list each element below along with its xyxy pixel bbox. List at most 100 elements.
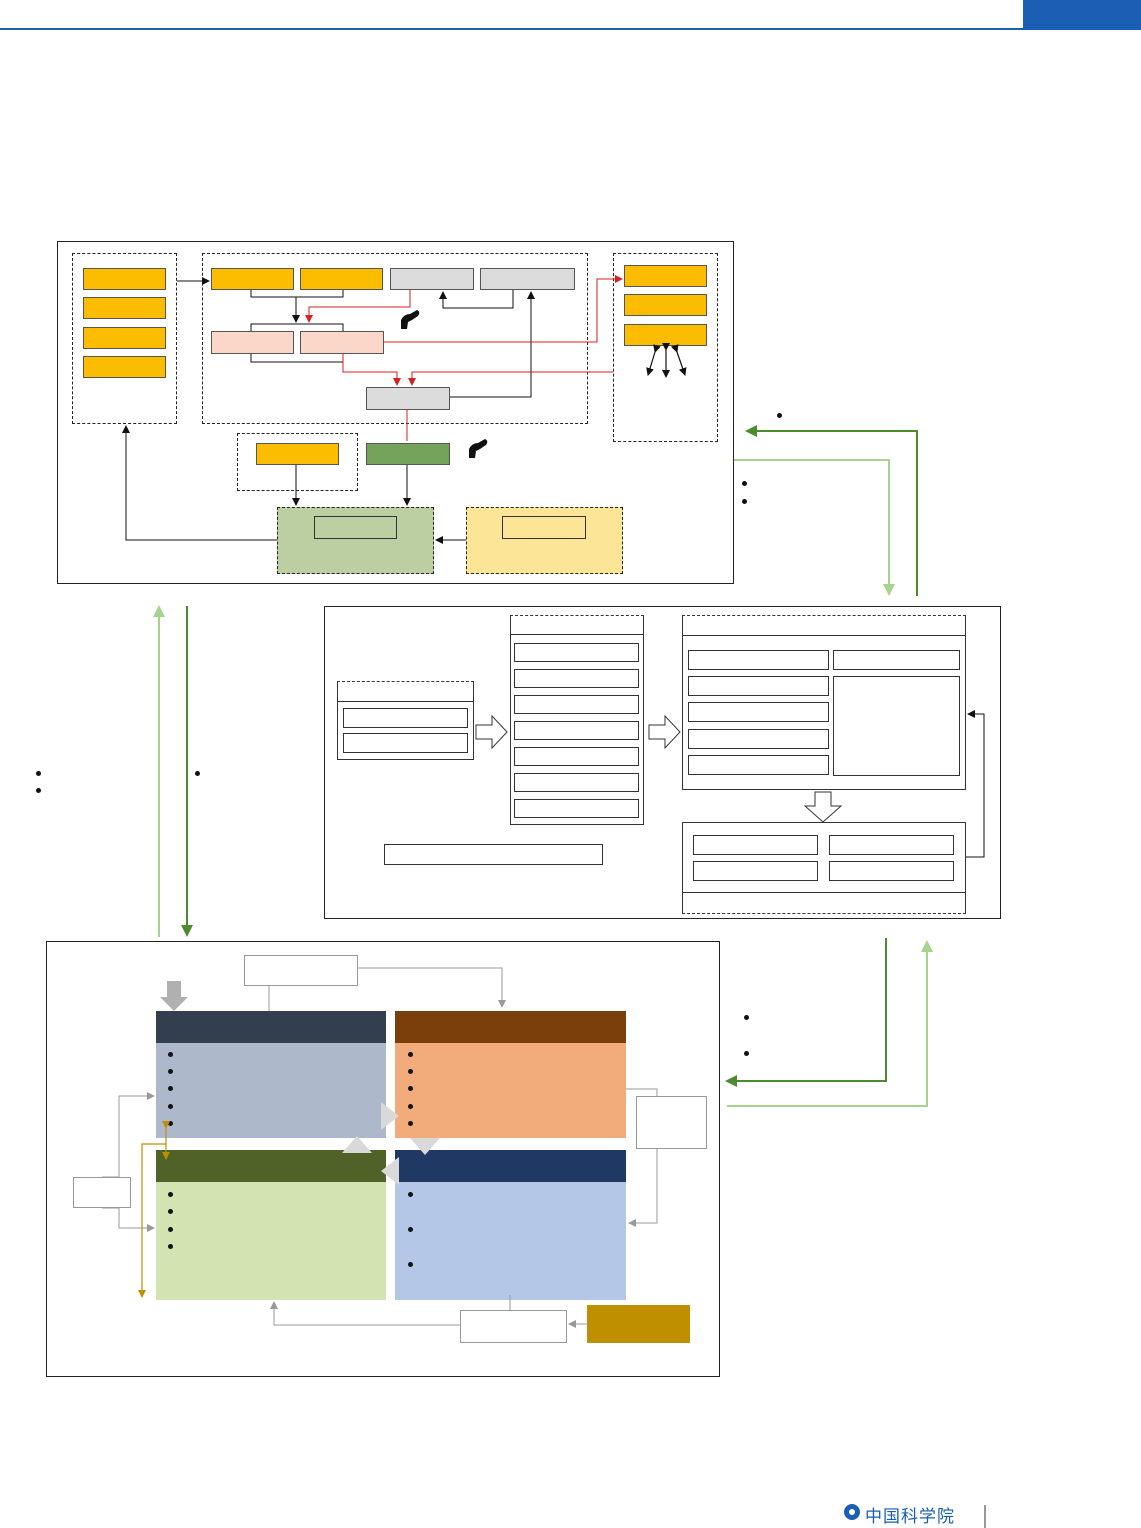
bullet	[168, 1227, 173, 1232]
small-input-group	[337, 681, 474, 760]
list-item	[514, 695, 639, 714]
light-green-arrow	[727, 940, 933, 1107]
hand-pointer-icon	[469, 439, 488, 458]
orange-box	[83, 268, 166, 290]
bullet	[408, 1104, 413, 1109]
down-arrow-icon	[160, 981, 188, 1011]
connector	[358, 967, 506, 1008]
grey-box	[366, 387, 450, 410]
sage-dashed-box	[277, 507, 434, 574]
output-cell	[693, 835, 818, 855]
orange-box	[83, 356, 166, 378]
header-rule	[0, 28, 1023, 30]
list-item	[514, 669, 639, 688]
bullet	[777, 413, 782, 418]
white-field	[343, 708, 468, 728]
grey-box	[390, 268, 474, 290]
cycle-arrow-icon	[342, 1136, 372, 1153]
right-note-box	[636, 1096, 707, 1149]
group-divider	[682, 892, 966, 893]
right-dashed-group	[613, 253, 718, 442]
cycle-arrow-icon	[381, 1157, 399, 1185]
grid-cell	[688, 729, 829, 749]
connector	[450, 291, 535, 398]
pink-box	[300, 331, 384, 354]
bullet	[168, 1069, 173, 1074]
group-divider	[682, 635, 966, 636]
bullet	[744, 1015, 749, 1020]
dark-green-arrow	[745, 425, 918, 596]
grid-cell	[688, 650, 829, 670]
connector	[626, 1088, 658, 1096]
bullet	[742, 499, 747, 504]
quadrant-4-header	[395, 1150, 626, 1182]
orange-box	[256, 443, 339, 465]
group-divider	[337, 701, 474, 702]
connector	[250, 354, 344, 363]
list-item	[514, 721, 639, 740]
bullet	[168, 1052, 173, 1057]
orange-box	[83, 297, 166, 319]
orange-box	[83, 327, 166, 349]
left-dashed-group	[72, 253, 177, 424]
connector	[102, 1092, 155, 1178]
red-connector	[342, 354, 401, 386]
red-connector	[408, 371, 613, 386]
gold-arrow	[138, 1143, 166, 1298]
bullet	[408, 1069, 413, 1074]
cycle-arrow-icon	[410, 1138, 440, 1155]
bullet	[168, 1244, 173, 1249]
connector	[628, 1149, 658, 1227]
bullet	[36, 788, 41, 793]
bullet	[36, 771, 41, 776]
four-way-arrows-icon	[646, 343, 687, 378]
bullet	[195, 771, 200, 776]
bullet	[168, 1121, 173, 1126]
quadrant-3-body	[156, 1182, 386, 1300]
quadrant-2-body	[395, 1043, 626, 1138]
orange-box	[300, 268, 383, 290]
bullet	[408, 1192, 413, 1197]
cycle-arrow-icon	[381, 1102, 399, 1130]
pink-box	[211, 331, 294, 354]
top-note-box	[244, 955, 358, 986]
quadrant-1-header	[156, 1011, 386, 1043]
output-cell	[693, 861, 818, 881]
grid-group	[682, 615, 966, 790]
bullet	[408, 1262, 413, 1267]
bullet	[168, 1104, 173, 1109]
list-item	[514, 773, 639, 792]
cream-dashed-box	[466, 507, 623, 574]
quadrant-3-header	[156, 1150, 386, 1182]
bullet	[168, 1209, 173, 1214]
orange-box	[211, 268, 294, 290]
lower-dashed-group	[237, 433, 358, 491]
light-green-arrow	[734, 459, 895, 596]
grey-box	[480, 268, 575, 290]
bullet	[408, 1227, 413, 1232]
down-arrow-icon	[803, 791, 843, 823]
bullet	[408, 1121, 413, 1126]
connector	[250, 290, 344, 298]
connector	[122, 425, 277, 541]
output-group	[682, 822, 966, 914]
grid-cell	[688, 702, 829, 722]
connector	[102, 1207, 155, 1232]
grid-cell	[688, 755, 829, 775]
connector	[439, 290, 514, 309]
connector	[270, 1301, 460, 1326]
group-divider	[510, 634, 644, 635]
grid-tall-cell	[833, 676, 960, 776]
red-connector	[384, 275, 623, 343]
white-field	[343, 733, 468, 753]
orange-box	[624, 265, 707, 287]
orange-box	[624, 294, 707, 316]
list-item	[514, 747, 639, 766]
gold-box	[587, 1305, 690, 1343]
output-cell	[829, 835, 954, 855]
bullet	[168, 1192, 173, 1197]
header-tab	[1023, 0, 1141, 30]
footer-logo-text: 中国科学院	[865, 1507, 955, 1527]
sage-inner-box	[314, 516, 397, 539]
